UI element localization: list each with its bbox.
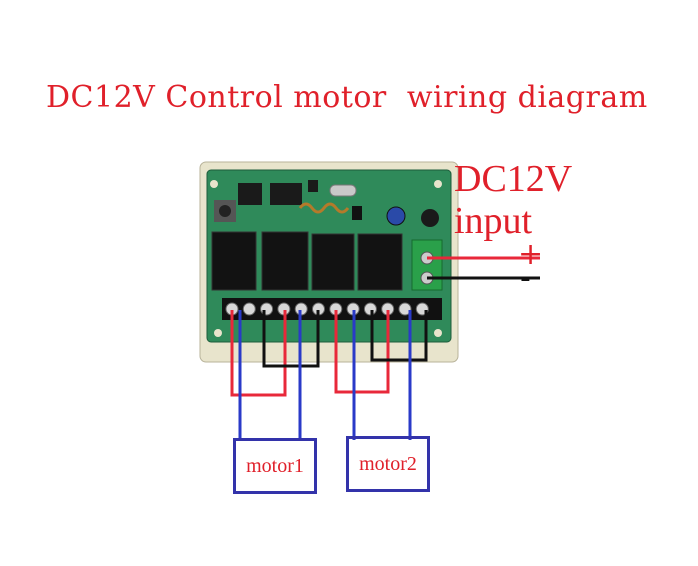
diagram-title: DC12V Control motor wiring diagram xyxy=(46,80,648,115)
ic-chip xyxy=(308,180,318,192)
relay-4 xyxy=(357,233,403,291)
ic-chip xyxy=(270,183,302,205)
terminal-screw xyxy=(363,302,377,316)
power-input-voltage: DC12V xyxy=(454,158,573,200)
terminal-screw xyxy=(260,302,274,316)
antenna-coil xyxy=(298,202,350,214)
mount-hole xyxy=(434,329,442,337)
terminal-screw xyxy=(398,302,412,316)
minus-sign: - xyxy=(520,261,531,296)
push-button-cap xyxy=(219,205,231,217)
mount-hole xyxy=(214,329,222,337)
motor1-wiring xyxy=(230,310,320,440)
motor2-label: motor2 xyxy=(359,452,417,475)
ic-chip xyxy=(238,183,262,205)
motor2-box: motor2 xyxy=(346,436,430,492)
relay-2 xyxy=(261,231,309,291)
terminal-screw xyxy=(242,302,256,316)
motor1-label: motor1 xyxy=(246,454,304,477)
mount-hole xyxy=(210,180,218,188)
power-input-label: input xyxy=(454,200,533,242)
capacitor xyxy=(386,206,406,226)
capacitor xyxy=(421,209,439,227)
plus-sign: + xyxy=(518,237,544,272)
motor1-box: motor1 xyxy=(233,438,317,494)
relay-1 xyxy=(211,231,257,291)
relay-3 xyxy=(311,233,355,291)
capacitor xyxy=(352,206,362,220)
motor2-wiring xyxy=(334,310,428,440)
crystal xyxy=(329,184,357,197)
mount-hole xyxy=(434,180,442,188)
